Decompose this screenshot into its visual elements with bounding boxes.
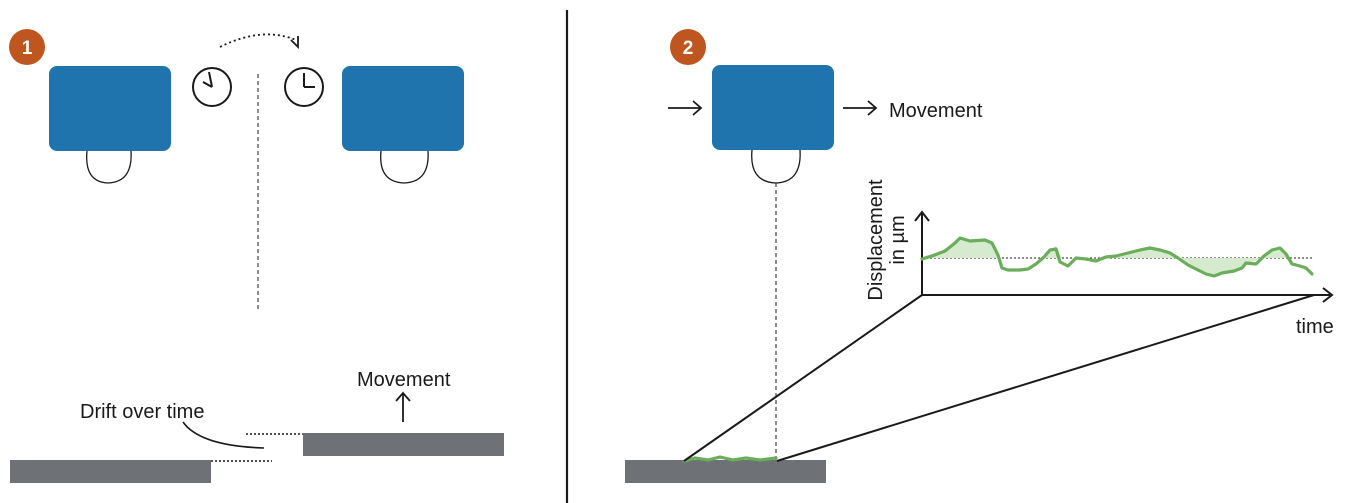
sensor-moving [712,65,834,184]
y-axis-label-line1: Displacement [865,179,887,301]
sensor-right [342,66,464,184]
drift-label: Drift over time [80,401,204,423]
sample-surface-before [10,460,211,483]
step-badge-circle [9,29,45,65]
displacement-curve [920,236,1314,278]
displacement-graph [914,210,1334,303]
arrow-up-icon [395,391,411,422]
y-axis-arrowhead [914,210,930,222]
step-badge-circle [670,29,706,65]
time-passes-arrow [219,33,299,50]
sensor-body [342,66,464,151]
arrow-right-icon [668,100,703,116]
x-axis-arrowhead [1322,287,1334,303]
step-badge-1: 1 [9,29,45,65]
sensor-body [49,66,171,151]
surface-displacement-trace [683,455,778,463]
clock-icon [192,67,232,107]
step-badge-2: 2 [670,29,706,65]
sample-surface [625,460,826,483]
sensor-probe-tip [380,150,429,184]
clock-icon [284,67,324,107]
sensor-body [712,65,834,150]
arrow-right-icon [843,100,878,116]
sensor-probe-tip [86,150,132,184]
zoom-line-top [683,294,923,462]
zoom-line-bottom [776,294,1315,462]
panel-2: 2 Movement [625,29,1334,483]
step-number: 2 [683,38,694,59]
movement-label-2: Movement [889,100,983,122]
sample-surface-after [303,433,504,456]
step-number: 1 [22,38,33,59]
drift-leader-line [182,421,265,449]
panel-1: 1 [9,29,504,483]
x-axis-label: time [1296,316,1334,338]
movement-label-1: Movement [357,369,451,391]
sensor-left [49,66,171,184]
displacement-area [922,238,1290,276]
y-axis-label-line2: in µm [887,215,909,264]
sensor-probe-tip [751,149,801,184]
